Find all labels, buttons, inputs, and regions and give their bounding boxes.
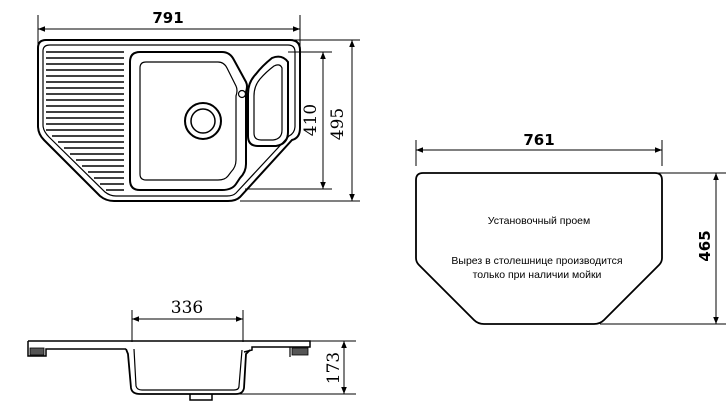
small-bowl-outer [247, 55, 289, 147]
bowl-width-dimension-label: 336 [171, 298, 203, 318]
main-bowl-inner [139, 61, 238, 181]
top-view: 791 495 410 [37, 9, 360, 202]
drainboard-ribs [46, 51, 124, 191]
main-bowl-outer [129, 51, 248, 191]
cutout-note-line2: только при наличии мойки [473, 269, 602, 281]
bowl-inner-profile [133, 348, 243, 391]
cutout-width-dimension-label: 761 [523, 131, 554, 149]
drain-outer-ring [184, 102, 222, 140]
side-view: 336 173 [27, 298, 356, 401]
depth-dimension-label: 495 [328, 108, 348, 140]
sink-outer-contour [37, 39, 301, 202]
cutout-view: 761 465 Установочный проем Вырез в столе… [415, 131, 726, 325]
bowl-depth-dimension-label: 410 [301, 104, 321, 136]
sink-rim-profile [28, 340, 311, 353]
sink-inner-contour [42, 44, 296, 197]
cutout-depth-dimension-label: 465 [696, 230, 714, 261]
overflow-hole [237, 89, 247, 99]
drain-inner-ring [190, 108, 216, 134]
drain-outlet [189, 394, 213, 401]
right-clip [291, 347, 309, 356]
left-clip [29, 347, 45, 356]
cutout-title: Установочный проем [488, 215, 590, 227]
cutout-outline [415, 172, 663, 325]
width-dimension-label: 791 [152, 9, 183, 27]
height-dimension-label: 173 [324, 352, 344, 384]
left-flange-profile [27, 341, 126, 357]
cutout-note-line1: Вырез в столешнице производится [451, 255, 622, 267]
small-bowl-inner [253, 64, 283, 141]
bowl-outer-profile [125, 348, 251, 395]
